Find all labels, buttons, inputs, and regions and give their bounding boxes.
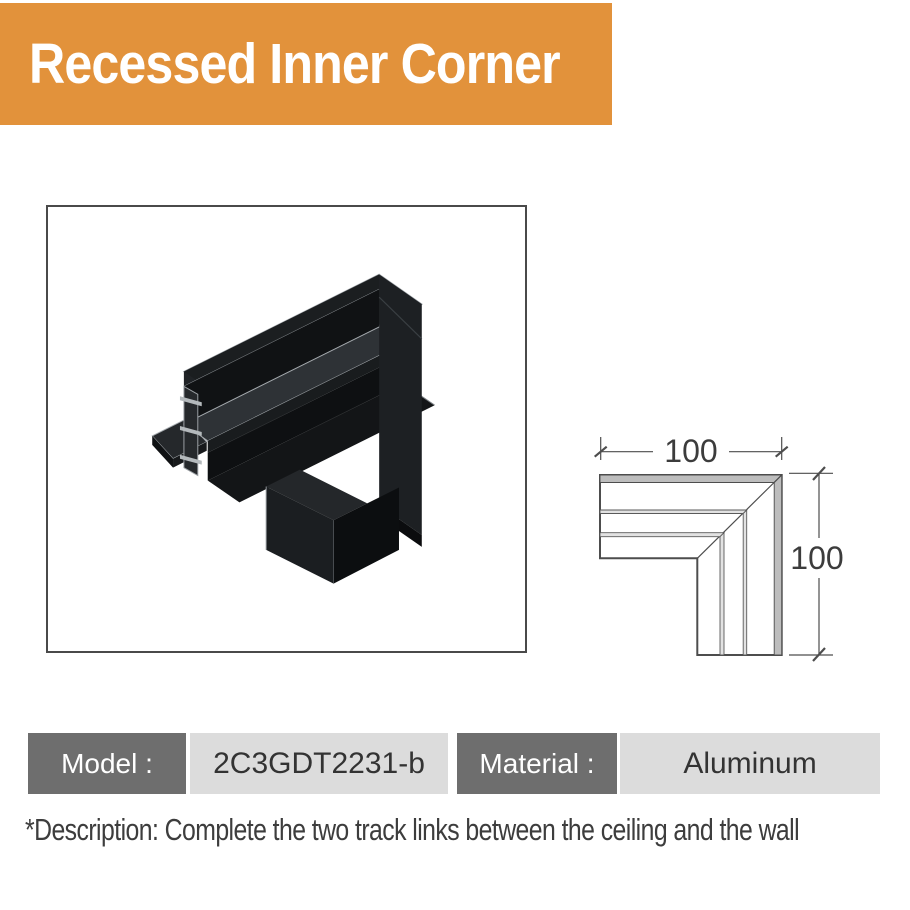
render-connector-tab — [179, 426, 202, 436]
dimension-tick — [593, 445, 608, 458]
width-dimension — [593, 437, 789, 460]
material-label-box: Material : — [457, 733, 617, 794]
profile-groove — [599, 532, 726, 538]
dimension-diagram: 100 100 — [593, 433, 844, 662]
model-value-box: 2C3GDT2231-b — [190, 733, 448, 794]
title-banner: Recessed Inner Corner — [0, 3, 612, 125]
render-step1-front — [183, 289, 380, 425]
render-step2-front — [207, 355, 403, 481]
height-dimension — [789, 466, 833, 662]
material-label: Material : — [479, 747, 595, 779]
render-connector-tab — [179, 454, 202, 465]
material-value-box: Aluminum — [620, 733, 880, 794]
render-wing-front — [152, 435, 174, 468]
dimension-tick — [812, 647, 826, 662]
height-dimension-label: 100 — [790, 540, 843, 576]
profile-miter-line — [696, 474, 783, 559]
model-value: 2C3GDT2231-b — [213, 746, 425, 780]
model-label: Model : — [61, 747, 153, 779]
product-image-frame — [46, 205, 527, 653]
render-cap-front — [183, 274, 380, 387]
dimension-tick — [812, 466, 826, 481]
render-connector-tab — [179, 396, 202, 407]
render-fin-right — [333, 487, 399, 584]
profile-groove — [719, 531, 725, 656]
render-shelf-front — [207, 343, 403, 453]
render-ledge-top — [207, 383, 435, 503]
profile-top-band — [599, 474, 783, 483]
profile-groove — [742, 508, 748, 656]
render-fin-top — [266, 469, 368, 521]
render-fin-front — [266, 486, 334, 584]
page-title: Recessed Inner Corner — [29, 32, 561, 96]
model-label-box: Model : — [28, 733, 186, 794]
render-miter-seam — [378, 296, 423, 340]
material-value: Aluminum — [683, 746, 817, 780]
width-dimension-label: 100 — [664, 433, 717, 469]
render-right-panel — [379, 274, 422, 536]
dimension-tick — [774, 445, 789, 458]
product-3d-render — [151, 273, 435, 584]
profile-right-band — [773, 473, 783, 656]
description-text: *Description: Complete the two track lin… — [25, 812, 800, 847]
profile-groove — [599, 509, 748, 514]
